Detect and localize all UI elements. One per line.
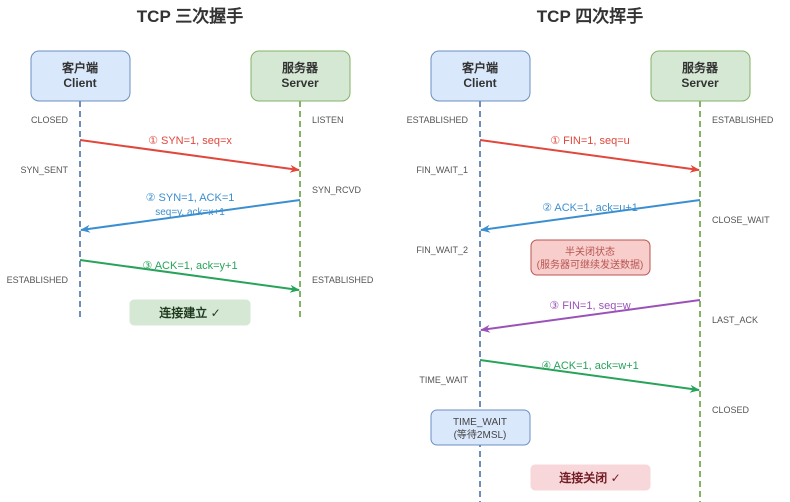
client-state: SYN_SENT [20,165,68,175]
client-node: 客户端 Client [30,50,131,102]
client-state: FIN_WAIT_2 [416,245,468,255]
client-node-cn: 客户端 [61,60,98,75]
server-node: 服务器 Server [250,50,351,102]
server-state: CLOSE_WAIT [712,215,770,225]
client-node-cn: 客户端 [461,60,498,75]
ack-arrow [79,259,300,293]
client-state: ESTABLISHED [7,275,69,285]
time-wait-note: TIME_WAIT (等待2MSL) [430,409,531,446]
client-state: TIME_WAIT [419,375,468,385]
fin2-arrow [480,299,701,333]
server-node-en: Server [281,76,319,90]
syn-ack-label-2: seq=y, ack=x+1 [155,207,225,218]
ack-label: ② ACK=1, ack=u+1 [542,202,638,214]
client-state: FIN_WAIT_1 [416,165,468,175]
server-state: LISTEN [312,115,344,125]
connection-closed-banner: 连接关闭 ✓ [530,464,651,491]
server-state: CLOSED [712,405,750,415]
fin2-label: ③ FIN=1, seq=w [549,300,630,312]
client-state: ESTABLISHED [407,115,469,125]
server-node-en: Server [681,76,719,90]
server-state: ESTABLISHED [312,275,374,285]
server-node: 服务器 Server [650,50,751,102]
handshake-title: TCP 三次握手 [137,6,243,26]
syn-arrow [79,139,300,173]
client-node-en: Client [463,76,496,90]
half-close-note: 半关闭状态 (服务器可继续发送数据) [530,239,651,276]
syn-ack-label: ② SYN=1, ACK=1 [146,192,235,204]
time-wait-line2: (等待2MSL) [454,428,507,441]
ack-label: ③ ACK=1, ack=y+1 [142,260,237,272]
banner-text: 连接关闭 ✓ [559,470,620,485]
half-close-line1: 半关闭状态 [565,245,615,258]
client-node-en: Client [63,76,96,90]
half-close-line2: (服务器可继续发送数据) [537,258,644,271]
server-node-cn: 服务器 [682,60,719,75]
syn-ack-arrow [80,199,301,233]
final-ack-label: ④ ACK=1, ack=w+1 [541,360,639,372]
server-state: SYN_RCVD [312,185,362,195]
fin-label: ① FIN=1, seq=u [550,135,630,147]
connection-established-banner: 连接建立 ✓ [129,299,251,326]
ack-arrow [480,199,701,233]
final-ack-arrow [479,359,700,393]
server-state: LAST_ACK [712,315,758,325]
banner-text: 连接建立 ✓ [159,305,220,320]
syn-label: ① SYN=1, seq=x [148,135,232,147]
wave-title: TCP 四次挥手 [537,6,643,26]
fin-arrow [479,139,700,173]
client-node: 客户端 Client [430,50,531,102]
server-state: ESTABLISHED [712,115,774,125]
client-state: CLOSED [31,115,69,125]
server-node-cn: 服务器 [282,60,319,75]
time-wait-line1: TIME_WAIT [453,417,507,428]
